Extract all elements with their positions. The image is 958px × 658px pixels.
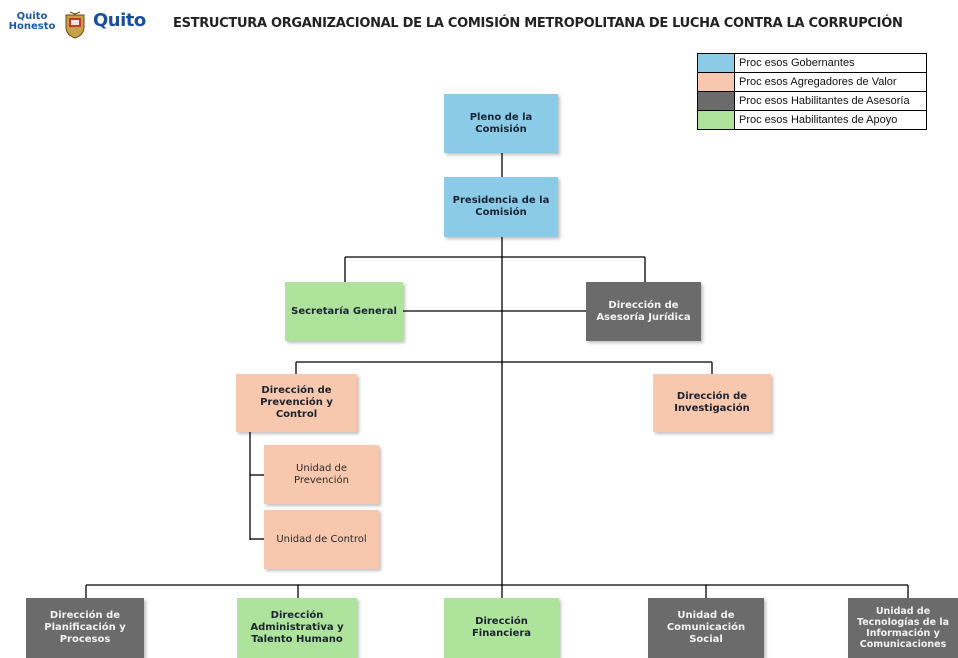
legend-item-apoyo: Proc esos Habilitantes de Apoyo bbox=[698, 111, 926, 129]
node-pleno: Pleno de la Comisión bbox=[444, 94, 558, 153]
legend-label: Proc esos Gobernantes bbox=[739, 57, 855, 69]
node-presidencia: Presidencia de la Comisión bbox=[444, 177, 558, 237]
legend-item-agregadores: Proc esos Agregadores de Valor bbox=[698, 73, 926, 92]
legend-item-asesoria: Proc esos Habilitantes de Asesoría bbox=[698, 92, 926, 111]
legend-swatch bbox=[698, 111, 735, 129]
node-prevencion-control: Dirección de Prevención y Control bbox=[236, 374, 357, 432]
page-title: ESTRUCTURA ORGANIZACIONAL DE LA COMISIÓN… bbox=[173, 16, 903, 31]
header: Quito Honesto Quito ESTRUCTURA ORGANIZAC… bbox=[0, 0, 958, 40]
legend-swatch bbox=[698, 54, 735, 72]
node-unidad-control: Unidad de Control bbox=[264, 510, 379, 569]
quito-honesto-logo: Quito Honesto bbox=[6, 12, 58, 32]
node-asesoria-juridica: Dirección de Asesoría Jurídica bbox=[586, 282, 701, 341]
legend-label: Proc esos Habilitantes de Asesoría bbox=[739, 95, 910, 107]
node-secretaria-general: Secretaría General bbox=[285, 282, 403, 341]
node-comunicacion: Unidad de Comunicación Social bbox=[648, 598, 764, 658]
legend-item-gobernantes: Proc esos Gobernantes bbox=[698, 54, 926, 73]
node-planificacion: Dirección de Planificación y Procesos bbox=[26, 598, 144, 658]
logo-honesto-line1: Quito bbox=[16, 11, 48, 22]
legend: Proc esos Gobernantes Proc esos Agregado… bbox=[697, 53, 927, 130]
legend-label: Proc esos Habilitantes de Apoyo bbox=[739, 114, 898, 126]
logo-honesto-line2: Honesto bbox=[8, 21, 56, 32]
quito-logo: Quito bbox=[93, 10, 146, 31]
node-financiera: Dirección Financiera bbox=[444, 598, 559, 658]
legend-swatch bbox=[698, 92, 735, 110]
node-administrativa: Dirección Administrativa y Talento Human… bbox=[237, 598, 357, 658]
node-unidad-prevencion: Unidad de Prevención bbox=[264, 445, 379, 504]
node-tecnologias: Unidad de Tecnologías de la Información … bbox=[848, 598, 958, 658]
legend-swatch bbox=[698, 73, 735, 91]
legend-label: Proc esos Agregadores de Valor bbox=[739, 76, 897, 88]
coat-of-arms-icon bbox=[65, 11, 85, 39]
node-investigacion: Dirección de Investigación bbox=[653, 374, 771, 432]
